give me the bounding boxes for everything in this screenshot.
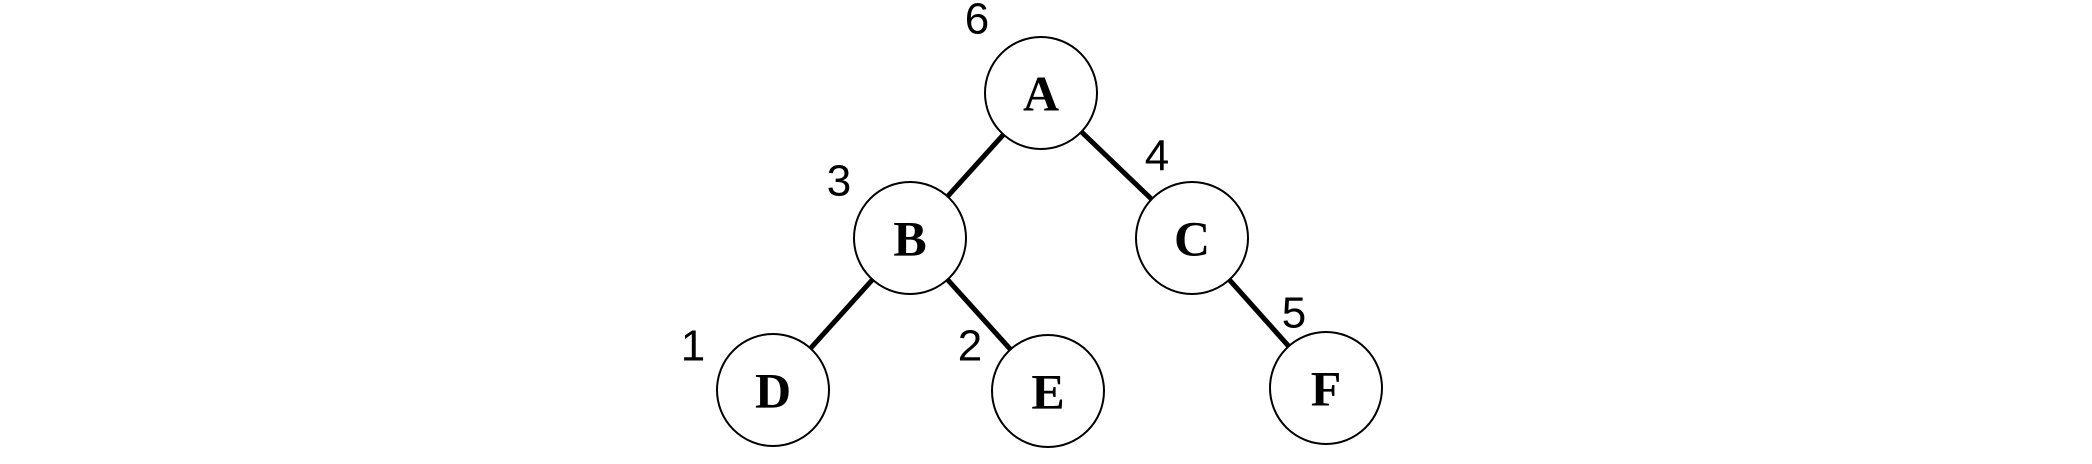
tree-nodes-layer: A B C D E F (716, 36, 1383, 448)
tree-annotations-layer: 6 3 4 1 2 5 (681, 0, 1306, 370)
tree-node-label-F: F (1311, 361, 1342, 417)
tree-node-circle-F (1269, 331, 1383, 445)
node-annotation-F: 5 (1282, 288, 1306, 337)
node-annotation-B: 3 (827, 156, 851, 205)
node-annotation-D: 1 (681, 321, 705, 370)
tree-node-label-B: B (893, 211, 926, 267)
tree-node-label-A: A (1023, 66, 1059, 122)
tree-node-A: A (984, 36, 1098, 150)
node-annotation-E: 2 (958, 321, 982, 370)
tree-node-circle-E (991, 334, 1105, 448)
tree-node-label-E: E (1031, 364, 1064, 420)
tree-node-F: F (1269, 331, 1383, 445)
tree-node-D: D (716, 333, 830, 447)
tree-node-B: B (853, 181, 967, 295)
node-annotation-A: 6 (965, 0, 989, 43)
tree-node-label-C: C (1174, 211, 1210, 267)
tree-node-C: C (1135, 181, 1249, 295)
tree-node-label-D: D (755, 363, 791, 419)
tree-node-circle-A (984, 36, 1098, 150)
tree-node-E: E (991, 334, 1105, 448)
tree-node-circle-C (1135, 181, 1249, 295)
node-annotation-C: 4 (1145, 131, 1169, 180)
tree-node-circle-B (853, 181, 967, 295)
tree-node-circle-D (716, 333, 830, 447)
